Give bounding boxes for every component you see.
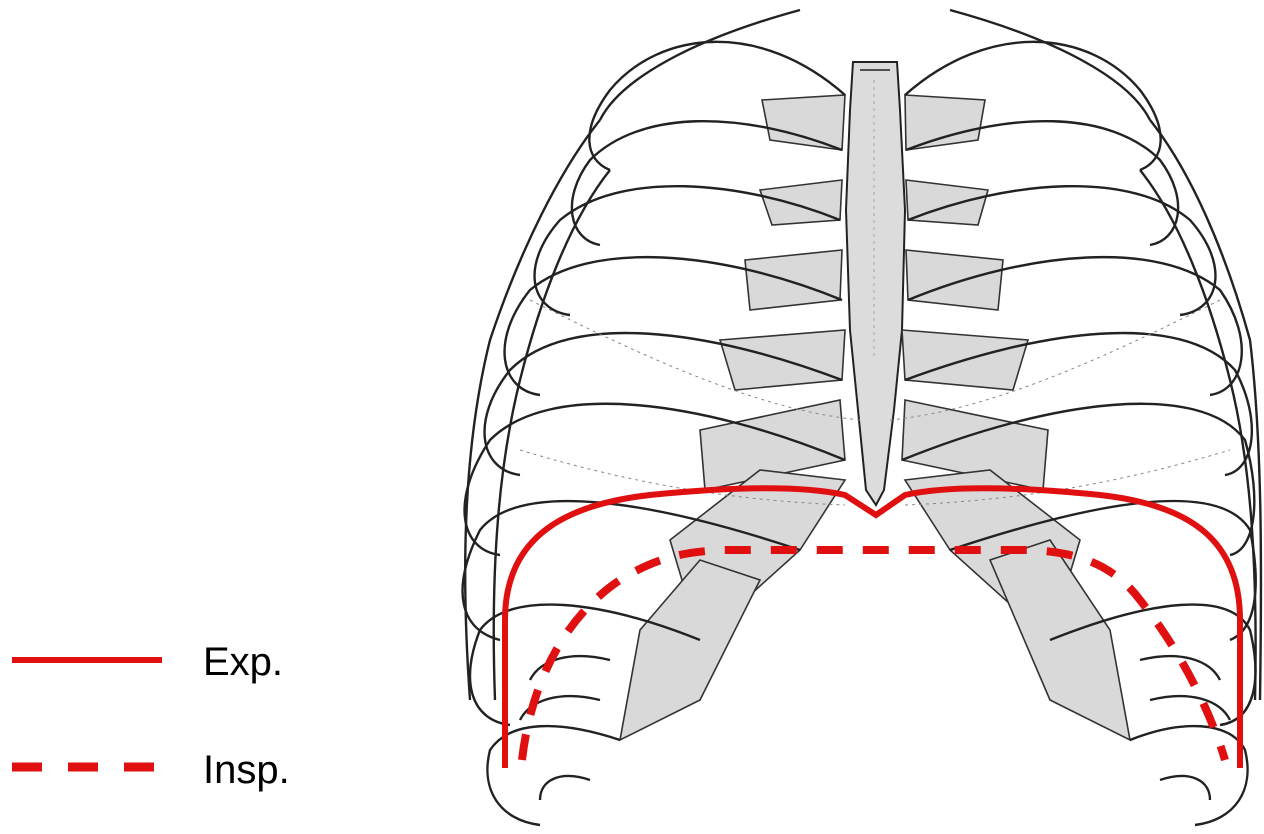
- legend: Exp. Insp.: [12, 640, 290, 792]
- sternum: [846, 62, 905, 505]
- legend-exp-label: Exp.: [203, 640, 283, 684]
- diaphragm-expiration-line: [505, 488, 1240, 768]
- legend-insp-label: Insp.: [203, 748, 290, 792]
